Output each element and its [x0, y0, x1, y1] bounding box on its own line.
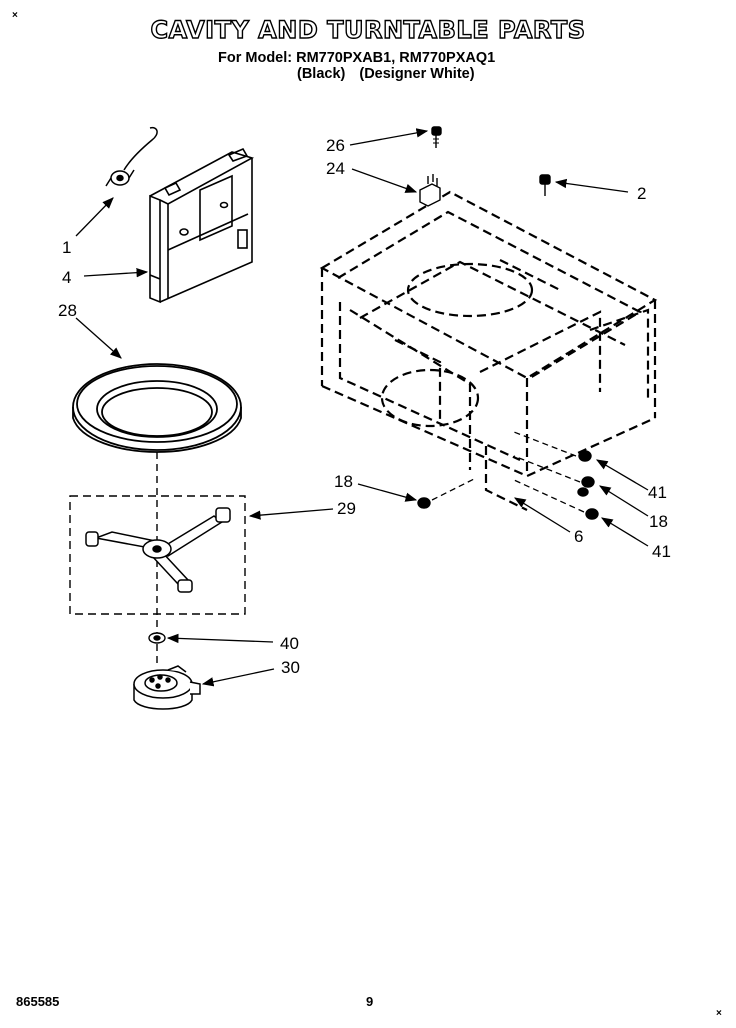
- glass-turntable-part: [72, 363, 242, 453]
- thermal-cutout-part: [105, 126, 158, 187]
- roller-support-part: [85, 507, 231, 593]
- callout-24: 24: [326, 159, 345, 178]
- callout-1: 1: [62, 238, 71, 257]
- turntable-motor-part: [133, 665, 201, 710]
- corner-mark-top-left: ×: [12, 10, 18, 21]
- screws-right: [577, 450, 599, 520]
- screw-26: [431, 126, 442, 148]
- callout-6: 6: [574, 527, 583, 546]
- document-number: 865585: [16, 994, 60, 1009]
- oven-cavity-part: [319, 190, 658, 511]
- corner-mark-bottom-right: ×: [716, 1008, 722, 1019]
- cavity-bracket-part: [149, 147, 255, 304]
- leader-lines: [75, 128, 649, 687]
- callout-2: 2: [637, 184, 646, 203]
- callout-29: 29: [337, 499, 356, 518]
- callout-30: 30: [281, 658, 300, 677]
- screw-2: [539, 174, 551, 196]
- callout-18-left: 18: [334, 472, 353, 491]
- callout-40: 40: [280, 634, 299, 653]
- model-line: For Model: RM770PXAB1, RM770PXAQ1: [218, 50, 496, 66]
- model-variants: (Black) (Designer White): [297, 66, 475, 82]
- coupler-part: [148, 632, 166, 644]
- callout-28: 28: [58, 301, 77, 320]
- switch-24: [419, 174, 441, 207]
- screw-18-left: [417, 497, 431, 509]
- callout-41-upper: 41: [648, 483, 667, 502]
- callout-18-right: 18: [649, 512, 668, 531]
- page-number: 9: [366, 994, 374, 1009]
- roller-support-group-box: [69, 495, 246, 615]
- callout-26: 26: [326, 136, 345, 155]
- page-title: CAVITY AND TURNTABLE PARTS: [150, 15, 586, 44]
- callout-4: 4: [62, 268, 71, 287]
- callout-41-lower: 41: [652, 542, 671, 561]
- variant-white: (Designer White): [359, 66, 475, 82]
- variant-black: (Black): [297, 66, 346, 82]
